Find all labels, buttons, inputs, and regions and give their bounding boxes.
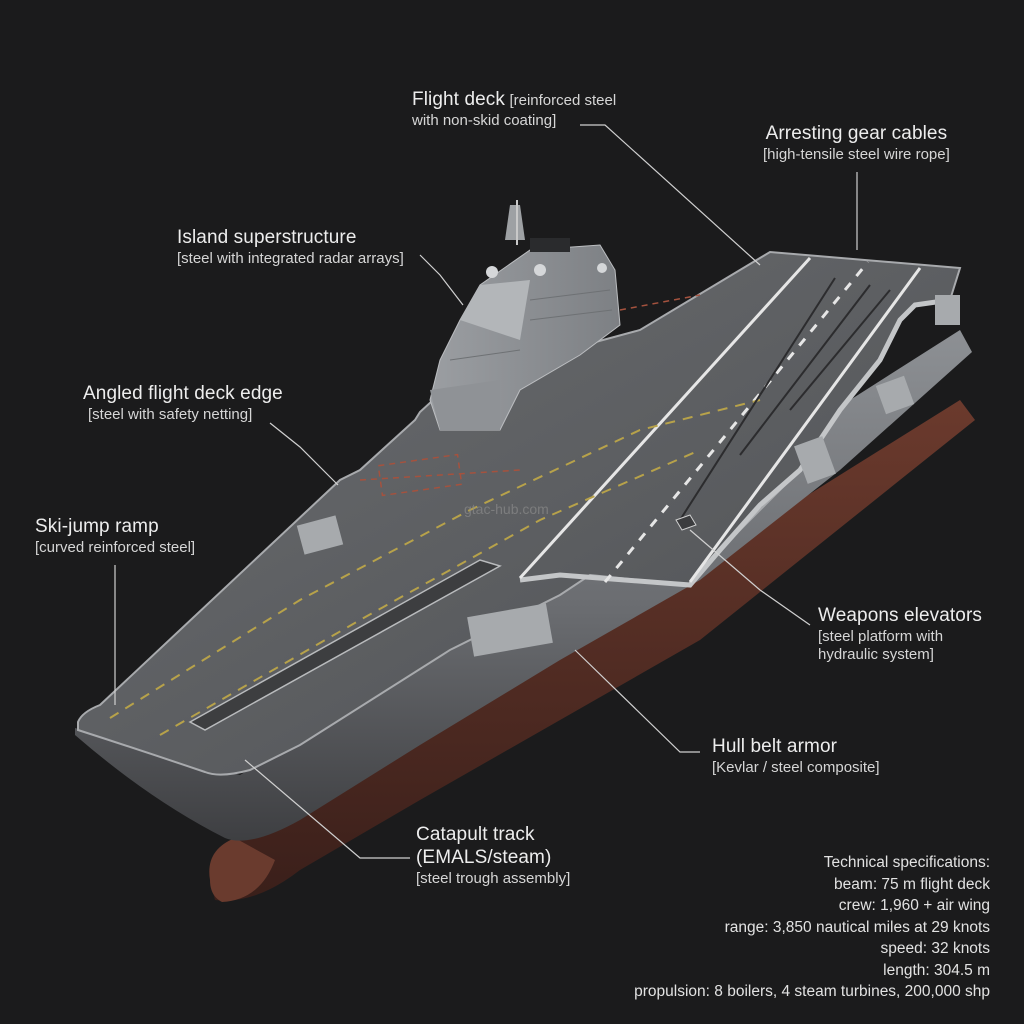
spec-line: range: 3,850 nautical miles at 29 knots xyxy=(724,918,990,936)
arresting-gear-sub: [high-tensile steel wire rope] xyxy=(763,145,950,163)
callout-ski-jump: Ski-jump ramp [curved reinforced steel] xyxy=(35,516,195,557)
flight-deck-title: Flight deck xyxy=(412,89,505,110)
weapons-elevators-title: Weapons elevators xyxy=(818,605,982,626)
weapons-elevators-sub: [steel platform with xyxy=(818,627,944,645)
callout-arresting-gear: Arresting gear cables [high-tensile stee… xyxy=(763,123,950,164)
leader-weapons-elevators xyxy=(689,529,811,626)
weapons-elevator xyxy=(675,514,697,531)
hull-sponsons xyxy=(296,295,960,657)
taxi-guide-lines xyxy=(109,399,761,736)
catapult-track xyxy=(188,559,502,731)
runway-lines xyxy=(518,256,922,583)
callout-flight-deck: Flight deck [reinforced steel with non-s… xyxy=(412,89,616,130)
deck-markings xyxy=(359,294,701,497)
hull-belt-title: Hull belt armor xyxy=(712,736,838,757)
flight-deck-sub2: with non-skid coating] xyxy=(412,111,557,129)
flight-deck-surface xyxy=(77,250,962,776)
island-superstructure xyxy=(429,200,621,431)
watermark: gtac-hub.com xyxy=(464,501,549,517)
weapons-elevators-sub2: hydraulic system] xyxy=(818,645,934,663)
callout-catapult: Catapult track (EMALS/steam) [steel trou… xyxy=(416,824,570,888)
hull-side xyxy=(75,330,972,841)
island-sub: [steel with integrated radar arrays] xyxy=(177,249,404,267)
leader-catapult xyxy=(244,759,410,859)
spec-line: length: 304.5 m xyxy=(883,961,990,979)
callout-hull-belt: Hull belt armor [Kevlar / steel composit… xyxy=(712,736,880,777)
island-title: Island superstructure xyxy=(177,227,357,248)
leader-lines xyxy=(114,124,858,859)
ski-jump-sub: [curved reinforced steel] xyxy=(35,538,196,556)
specs-heading: Technical specifications: xyxy=(823,854,990,871)
leader-flight-deck xyxy=(580,124,761,266)
arresting-cables xyxy=(679,277,891,521)
spec-line: crew: 1,960 + air wing xyxy=(838,897,990,914)
leader-angled-edge xyxy=(269,422,339,486)
angled-edge-sub: [steel with safety netting] xyxy=(88,405,253,423)
catapult-title: Catapult track xyxy=(416,824,535,845)
leader-island xyxy=(419,254,464,306)
catapult-sub: [steel trough assembly] xyxy=(416,869,571,887)
spec-line: speed: 32 knots xyxy=(880,940,990,957)
callout-island: Island superstructure [steel with integr… xyxy=(177,227,404,268)
bulbous-bow xyxy=(209,838,275,902)
angled-edge-title: Angled flight deck edge xyxy=(83,383,283,404)
callout-angled-edge: Angled flight deck edge [steel with safe… xyxy=(83,383,283,424)
technical-specifications: Technical specifications: beam: 75 m fli… xyxy=(634,852,990,1003)
deck-edge-sponson xyxy=(519,297,951,588)
callout-weapons-elevators: Weapons elevators [steel platform with h… xyxy=(818,605,982,664)
arresting-gear-title: Arresting gear cables xyxy=(765,123,948,144)
ski-jump-title: Ski-jump ramp xyxy=(35,516,159,537)
hull-belt-sub: [Kevlar / steel composite] xyxy=(712,758,880,776)
spec-line: propulsion: 8 boilers, 4 steam turbines,… xyxy=(634,983,990,1000)
catapult-title2: (EMALS/steam) xyxy=(416,846,552,868)
leader-hull-belt xyxy=(574,649,700,753)
hull-lower xyxy=(210,400,975,901)
spec-line: beam: 75 m flight deck xyxy=(834,875,990,893)
flight-deck-sub: [reinforced steel xyxy=(509,92,617,109)
